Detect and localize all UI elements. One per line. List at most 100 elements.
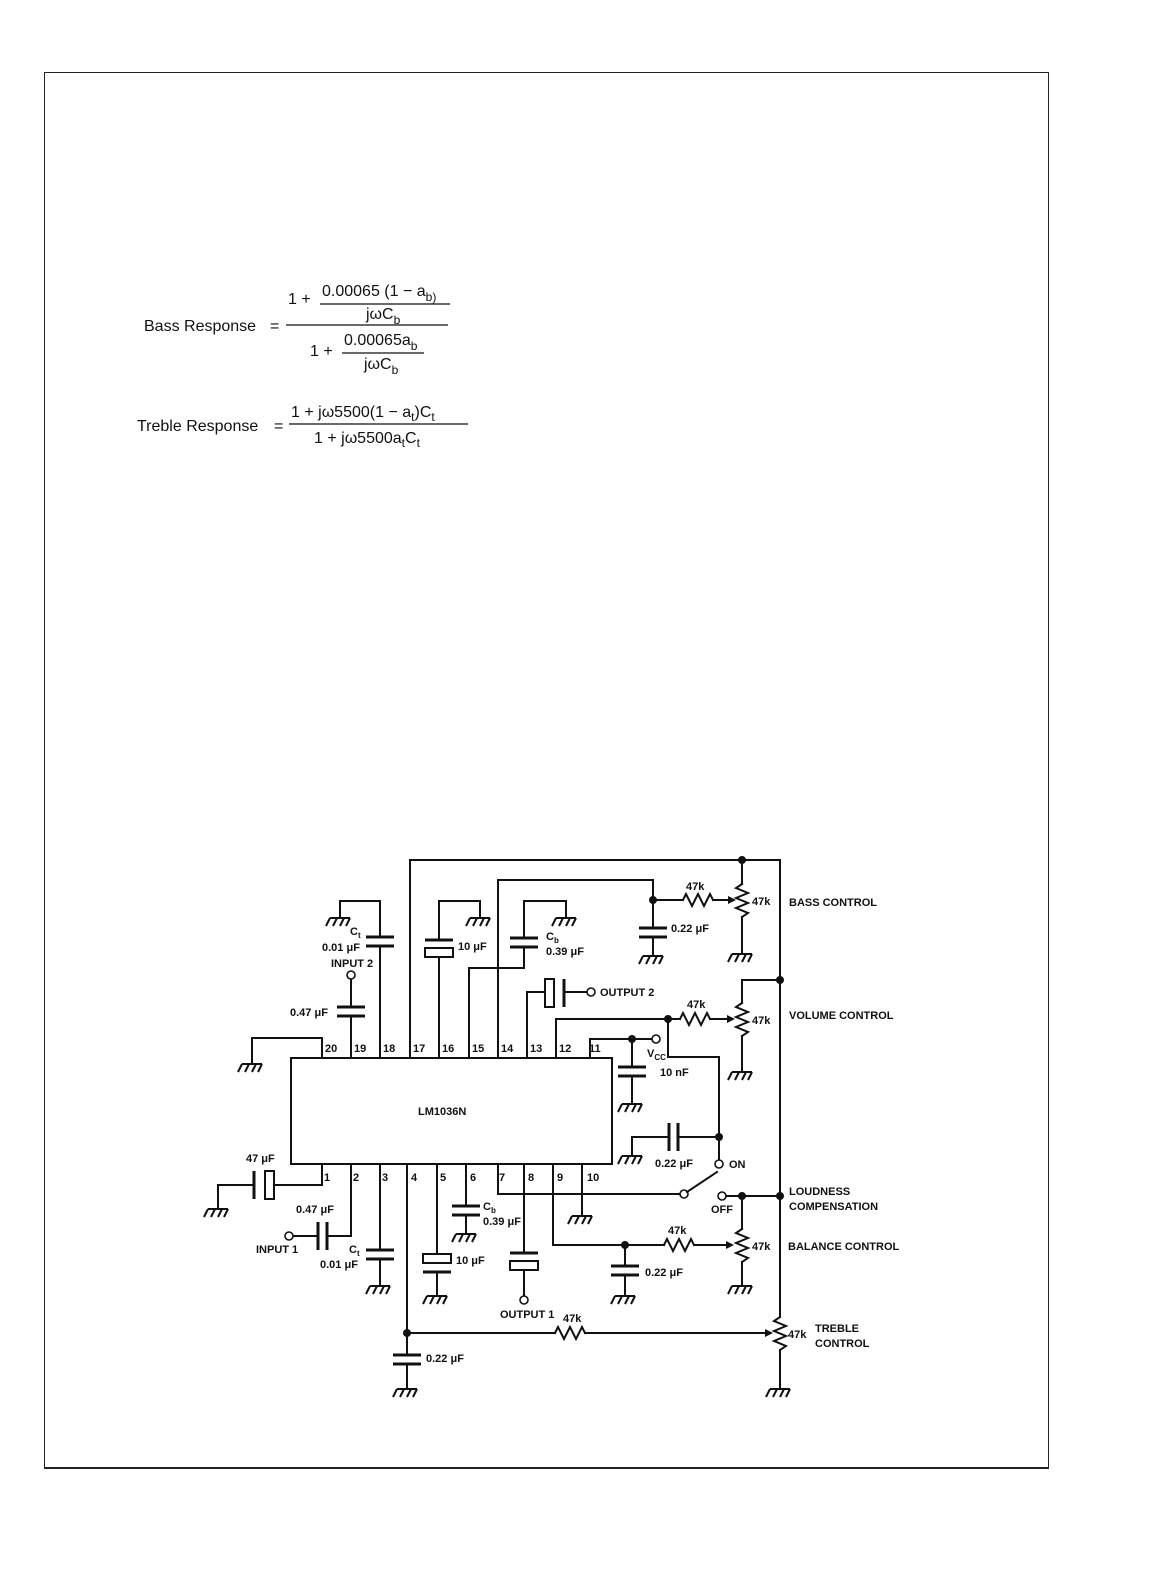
- loudness-switch: [497, 1163, 784, 1201]
- treble-denominator: 1 + jω5500atCt: [314, 430, 421, 450]
- pin-19-label: 19: [354, 1043, 366, 1055]
- pin-1-label: 1: [324, 1172, 330, 1184]
- input1-terminal: [284, 1231, 294, 1241]
- pin-6-label: 6: [470, 1172, 476, 1184]
- loudness-cap-net: [617, 1123, 724, 1169]
- pin-8-label: 8: [528, 1172, 534, 1184]
- balance-net: [552, 1163, 753, 1305]
- output2-terminal: [586, 987, 596, 997]
- pin-10-label: 10: [587, 1172, 599, 1184]
- treble-pot-label: 47k: [788, 1329, 807, 1341]
- pin20-ground-net: [237, 1037, 323, 1073]
- volume-r-label: 47k: [687, 999, 706, 1011]
- bass-bottom-one-plus: 1 +: [310, 343, 333, 360]
- volume-net: [555, 976, 784, 1141]
- bass-response-label: Bass Response: [144, 318, 256, 335]
- volume-pot-label: 47k: [752, 1015, 771, 1027]
- c022-balance-label: 0.22 μF: [645, 1267, 683, 1279]
- volume-control-label: VOLUME CONTROL: [789, 1010, 894, 1022]
- ct-bottom-label: Ct: [349, 1244, 360, 1258]
- pin-5-label: 5: [440, 1172, 446, 1184]
- output1-net: [509, 1163, 539, 1305]
- pin-17-label: 17: [413, 1043, 425, 1055]
- pin-11-label: 11: [589, 1043, 601, 1055]
- c022-loud-label: 0.22 μF: [655, 1158, 693, 1170]
- pin-18-label: 18: [383, 1043, 395, 1055]
- formula-block: Bass Response = 1 + 0.00065 (1 − ab) jωC…: [137, 283, 468, 450]
- c039-top-label: 0.39 μF: [546, 946, 584, 958]
- pin-16-label: 16: [442, 1043, 454, 1055]
- loudness-on-terminal: [714, 1159, 724, 1169]
- c022-bass-label: 0.22 μF: [671, 923, 709, 935]
- c039-bottom-label: 0.39 μF: [483, 1216, 521, 1228]
- treble-r-label: 47k: [563, 1313, 582, 1325]
- treble-net: [392, 1163, 791, 1398]
- balance-control-label: BALANCE CONTROL: [788, 1241, 899, 1253]
- vcc-terminal: [651, 1034, 661, 1044]
- treble-control-label-1: TREBLE: [815, 1323, 859, 1335]
- pin-2-label: 2: [353, 1172, 359, 1184]
- ct-bottom-net: [365, 1163, 394, 1295]
- c10u-bottom-label: 10 μF: [456, 1255, 485, 1267]
- input1-label: INPUT 1: [256, 1244, 298, 1256]
- c10u-bottom-net: [422, 1163, 452, 1305]
- bass-top-denominator: jωCb: [365, 306, 401, 327]
- bass-top-one-plus: 1 +: [288, 291, 311, 308]
- ic-chip-label: LM1036N: [418, 1106, 466, 1118]
- input2-terminal: [346, 970, 356, 980]
- c047-bottom-label: 0.47 μF: [296, 1204, 334, 1216]
- cb-bottom-label: Cb: [483, 1201, 496, 1215]
- bass-bottom-numerator: 0.00065ab: [344, 332, 418, 353]
- loudness-label-2: COMPENSATION: [789, 1201, 878, 1213]
- c022-treble-label: 0.22 μF: [426, 1353, 464, 1365]
- treble-numerator: 1 + jω5500(1 − at)Ct: [291, 404, 435, 424]
- output1-terminal: [519, 1295, 529, 1305]
- loudness-label-1: LOUDNESS: [789, 1186, 850, 1198]
- output2-net: [526, 978, 596, 1059]
- ct-top-net: [325, 900, 394, 1059]
- bass-equals: =: [270, 318, 279, 335]
- top-pin-labels: 20 19 18 17 16 15 14 13 12 11: [325, 1043, 601, 1055]
- input2-label: INPUT 2: [331, 958, 373, 970]
- vcc-net: [589, 1034, 661, 1113]
- pin-3-label: 3: [382, 1172, 388, 1184]
- pin-12-label: 12: [559, 1043, 571, 1055]
- pin-13-label: 13: [530, 1043, 542, 1055]
- pin10-ground-net: [567, 1163, 593, 1225]
- c001-top-label: 0.01 μF: [322, 942, 360, 954]
- bass-control-label: BASS CONTROL: [789, 897, 877, 909]
- cb-bottom-net: [451, 1163, 480, 1243]
- treble-equals: =: [274, 418, 283, 435]
- vcc-label: VCC: [647, 1048, 666, 1062]
- input1-net: [284, 1163, 352, 1250]
- balance-r-label: 47k: [668, 1225, 687, 1237]
- bottom-pin-labels: 1 2 3 4 5 6 7 8 9 10: [324, 1172, 599, 1184]
- bass-r-label: 47k: [686, 881, 705, 893]
- bass-net: [497, 859, 753, 1059]
- loudness-off-terminal: [717, 1191, 727, 1201]
- bass-pot-label: 47k: [752, 896, 771, 908]
- pin-20-label: 20: [325, 1043, 337, 1055]
- c47u-label: 47 μF: [246, 1153, 275, 1165]
- c001-bottom-label: 0.01 μF: [320, 1259, 358, 1271]
- pin-7-label: 7: [499, 1172, 505, 1184]
- output2-label: OUTPUT 2: [600, 987, 654, 999]
- c10n-label: 10 nF: [660, 1067, 689, 1079]
- switch-on-label: ON: [729, 1159, 746, 1171]
- pin-14-label: 14: [501, 1043, 514, 1055]
- bass-top-numerator: 0.00065 (1 − ab): [322, 283, 436, 304]
- pin-15-label: 15: [472, 1043, 484, 1055]
- bass-bottom-denominator: jωCb: [363, 356, 399, 377]
- page-frame: [44, 72, 1049, 1469]
- cb-top-label: Cb: [546, 931, 559, 945]
- treble-control-label-2: CONTROL: [815, 1338, 870, 1350]
- output1-label: OUTPUT 1: [500, 1309, 554, 1321]
- c047-top-label: 0.47 μF: [290, 1007, 328, 1019]
- ic-chip-body: [290, 1057, 613, 1165]
- input2-net: [337, 970, 365, 1059]
- pin-4-label: 4: [411, 1172, 418, 1184]
- pin1-cap-net: [203, 1163, 323, 1218]
- pin-9-label: 9: [557, 1172, 563, 1184]
- c10u-top-label: 10 μF: [458, 941, 487, 953]
